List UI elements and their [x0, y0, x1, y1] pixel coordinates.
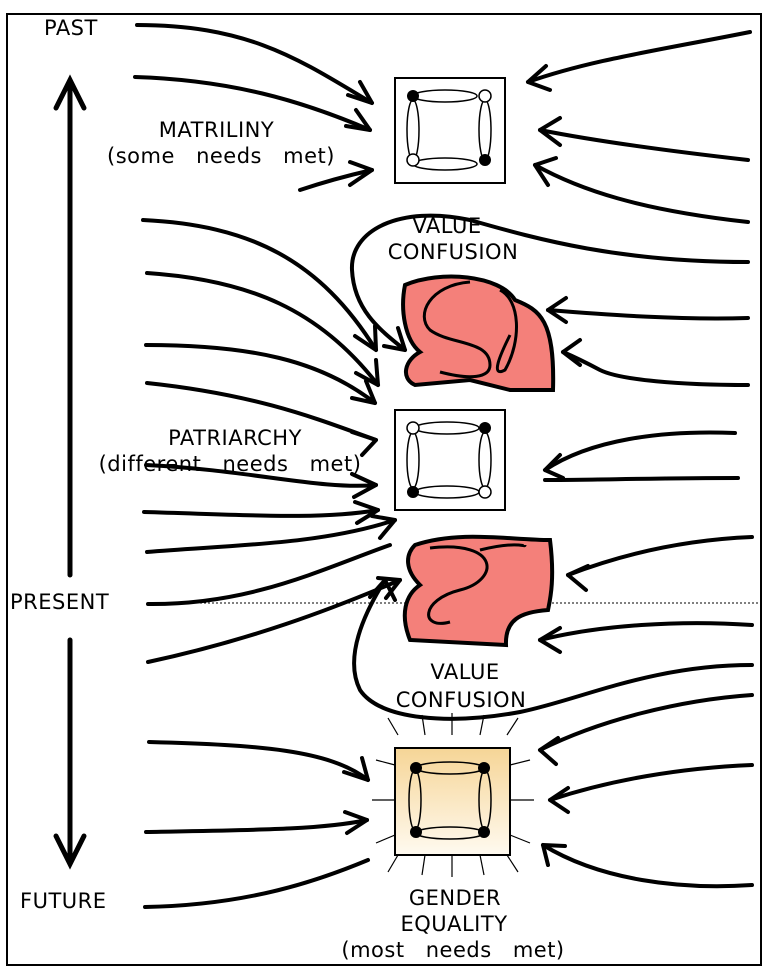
- equality-title-line1: GENDER: [400, 886, 510, 910]
- matriliny-relationship-box: [395, 78, 505, 183]
- value-confusion-bottom-line1: VALUE: [410, 660, 520, 684]
- value-confusion-blob-bottom: [405, 537, 552, 645]
- timeline-future-label: FUTURE: [20, 889, 107, 913]
- matriliny-title: MATRILINY: [150, 118, 283, 142]
- value-confusion-blob-top: [403, 277, 553, 390]
- patriarchy-relationship-box: [395, 410, 505, 510]
- matriliny-subtitle: (some needs met): [76, 144, 366, 168]
- timeline-arrow-down: [56, 640, 84, 864]
- value-confusion-top-line2: CONFUSION: [370, 240, 536, 264]
- patriarchy-title: PATRIARCHY: [150, 426, 320, 450]
- value-confusion-top-line1: VALUE: [392, 214, 502, 238]
- equality-subtitle: (most needs met): [318, 938, 588, 962]
- value-confusion-bottom-line2: CONFUSION: [378, 688, 544, 712]
- patriarchy-subtitle: (different needs met): [70, 452, 390, 476]
- gender-equality-relationship-box: [372, 713, 534, 877]
- timeline-past-label: PAST: [44, 16, 98, 40]
- equality-title-line2: EQUALITY: [384, 912, 524, 936]
- timeline-present-label: PRESENT: [10, 590, 109, 614]
